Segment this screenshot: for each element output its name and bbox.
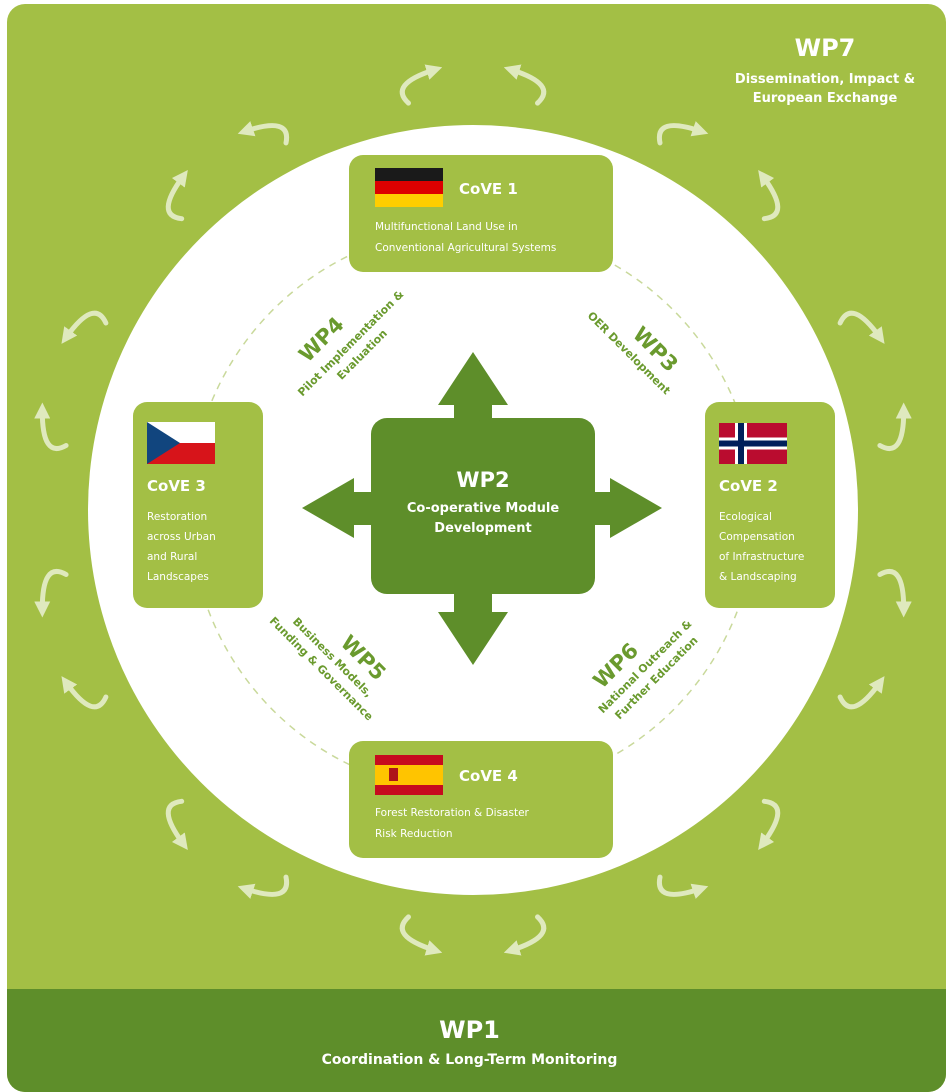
cove2-line3: of Infrastructure: [719, 551, 804, 563]
cove2-line2: Compensation: [719, 531, 795, 543]
arrow-up: [438, 352, 508, 430]
arrow-down: [438, 590, 508, 665]
outward-arrow: [656, 121, 709, 146]
outward-arrow: [503, 64, 547, 106]
cove3-line4: Landscapes: [147, 571, 209, 583]
outward-arrow: [399, 64, 443, 106]
germany-flag: [375, 168, 443, 207]
outward-arrow: [237, 874, 290, 899]
cove3-line2: across Urban: [147, 531, 216, 543]
wp2-line1: Co-operative Module: [407, 501, 559, 516]
outward-arrow: [237, 121, 290, 146]
outward-arrow: [758, 169, 781, 222]
outward-arrow: [877, 568, 912, 618]
arrow-left: [302, 478, 380, 538]
center-arrows: [302, 352, 662, 665]
norway-flag: [719, 423, 787, 464]
wp1-subtitle: Coordination & Long-Term Monitoring: [321, 1052, 618, 1068]
cove3-line1: Restoration: [147, 511, 207, 523]
wp1-title: WP1: [439, 1016, 500, 1044]
outward-arrow: [837, 676, 885, 710]
cove2-title: CoVE 2: [719, 477, 778, 495]
outward-arrow: [34, 568, 69, 618]
cove3-line3: and Rural: [147, 551, 197, 563]
cove1-line1: Multifunctional Land Use in: [375, 221, 518, 233]
wp2-line2: Development: [434, 521, 531, 536]
cove4-line2: Risk Reduction: [375, 828, 453, 840]
cove4-line1: Forest Restoration & Disaster: [375, 807, 530, 819]
wp2-box: [371, 418, 595, 594]
outward-arrow: [503, 914, 547, 956]
arrow-right: [586, 478, 662, 538]
outward-arrow: [61, 310, 109, 344]
outward-arrow: [399, 914, 443, 956]
dissemination-arrows: [34, 64, 912, 956]
cove1-line2: Conventional Agricultural Systems: [375, 242, 556, 254]
cove2-line1: Ecological: [719, 511, 772, 523]
wp1-footer: [7, 989, 946, 1092]
outward-arrow: [165, 169, 188, 222]
outward-arrow: [837, 310, 885, 344]
wp2-title: WP2: [456, 468, 509, 492]
wp7-title: WP7: [794, 34, 856, 62]
outward-arrow: [758, 798, 781, 851]
outward-arrow: [165, 798, 188, 851]
outward-arrow: [656, 874, 709, 899]
wp7-subtitle-line2: European Exchange: [752, 91, 898, 106]
spain-flag: [375, 755, 443, 795]
wp7-subtitle-line1: Dissemination, Impact &: [734, 72, 916, 87]
cove1-title: CoVE 1: [459, 180, 518, 198]
cove3-title: CoVE 3: [147, 477, 206, 495]
outward-arrow: [877, 402, 912, 452]
outward-arrow: [34, 402, 69, 452]
cove4-title: CoVE 4: [459, 767, 518, 785]
czech-flag: [147, 422, 215, 464]
wp7-subtitle: Dissemination, Impact & European Exchang…: [705, 70, 945, 108]
cove2-line4: & Landscaping: [719, 571, 797, 583]
outward-arrow: [61, 676, 109, 710]
